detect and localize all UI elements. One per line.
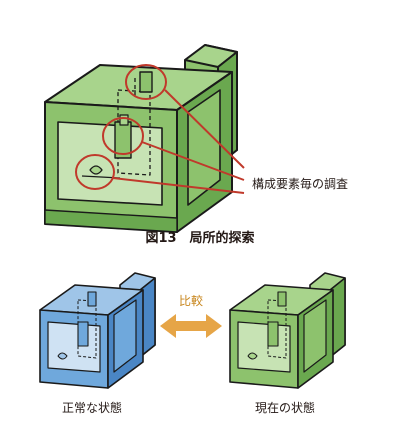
top-machine xyxy=(44,44,238,233)
compare-arrow xyxy=(160,314,222,338)
current-state-machine xyxy=(229,272,346,389)
callout-line-3 xyxy=(112,177,245,194)
normal-state-label: 正常な状態 xyxy=(62,400,122,415)
callout-line-2 xyxy=(141,141,245,181)
callout-circle-tool xyxy=(75,154,115,190)
callout-label: 構成要素毎の調査 xyxy=(252,176,348,191)
callout-line-1 xyxy=(164,89,245,169)
top-front-window xyxy=(57,121,163,206)
figure-caption: 図13 局所的探索 xyxy=(145,230,254,246)
normal-state-machine xyxy=(39,272,156,389)
compare-label: 比較 xyxy=(179,293,203,308)
callout-circle-spindle-top xyxy=(125,64,167,100)
current-state-label: 現在の状態 xyxy=(255,400,315,415)
top-side-window xyxy=(187,89,221,206)
top-callouts xyxy=(75,64,245,194)
callout-circle-spindle-mid xyxy=(102,117,144,155)
